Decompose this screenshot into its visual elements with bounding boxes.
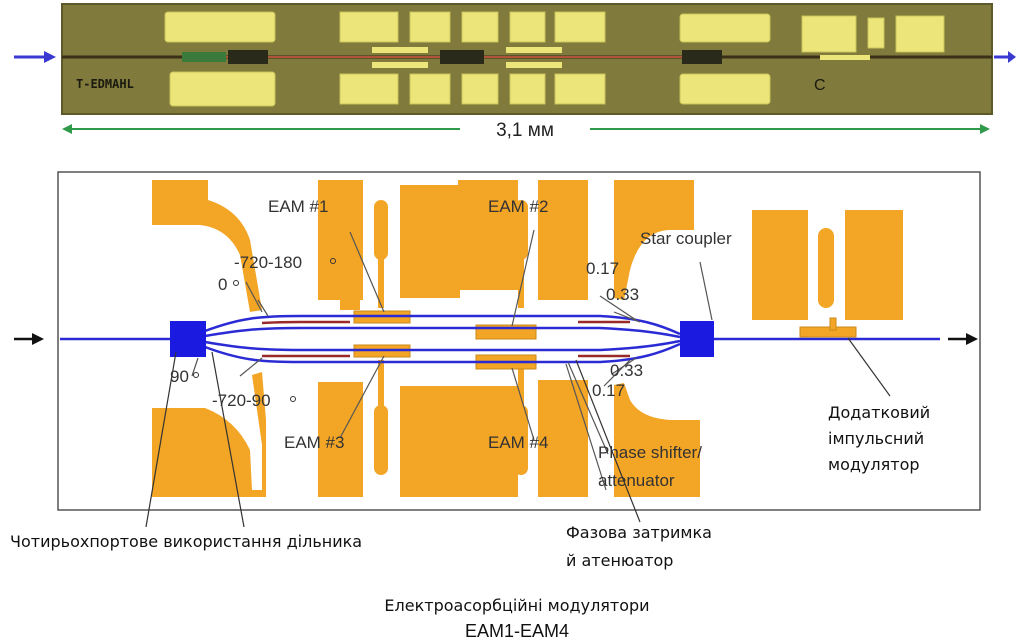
annotation-extra-modulator: Додатковий імпульсний модулятор [828,403,930,474]
photo-output-arrow [994,51,1016,63]
chip-marking-text: T-EDMAHL [76,77,134,91]
label-star-coupler: Star coupler [640,229,732,248]
phase-delay-line2: й атенюатор [566,551,673,570]
label-eam1: EAM #1 [268,197,328,216]
extra-modulator-line1: Додатковий [828,403,930,422]
label-ratio-033-top: 0.33 [606,285,639,304]
label-phase-zero: 0 [218,275,227,294]
annotation-eam-range: EAM1-EAM4 [465,621,569,641]
label-phase-top: -720-180 [234,253,302,272]
extra-modulator-line3: модулятор [828,455,920,474]
label-ratio-033-bottom: 0.33 [610,361,643,380]
label-phase-shifter-line1: Phase shifter/ [598,443,702,462]
label-ratio-017-bottom: 0.17 [592,381,625,400]
extra-modulator-electrode [800,327,856,337]
extra-modulator-line2: імпульсний [828,429,924,448]
label-phase-shifter-line2: attenuator [598,471,675,490]
photo-input-arrow [14,51,56,63]
annotation-phase-delay: Фазова затримка й атенюатор [566,523,712,570]
label-ratio-017-top: 0.17 [586,259,619,278]
label-eam4: EAM #4 [488,433,548,452]
scale-label: 3,1 мм [496,120,554,141]
label-eam3: EAM #3 [284,433,344,452]
chip-photo: T-EDMAHL C [62,4,992,114]
label-eam2: EAM #2 [488,197,548,216]
input-star-coupler [170,321,206,357]
phase-delay-line1: Фазова затримка [566,523,712,542]
output-star-coupler [680,321,714,357]
schematic-input-arrow [14,333,44,345]
annotation-four-port: Чотирьохпортове використання дільника [10,532,362,551]
chip-corner-mark: C [814,77,826,94]
annotation-eam-title: Електроасорбційні модулятори [384,596,649,615]
scale-bar: 3,1 мм [62,120,990,141]
